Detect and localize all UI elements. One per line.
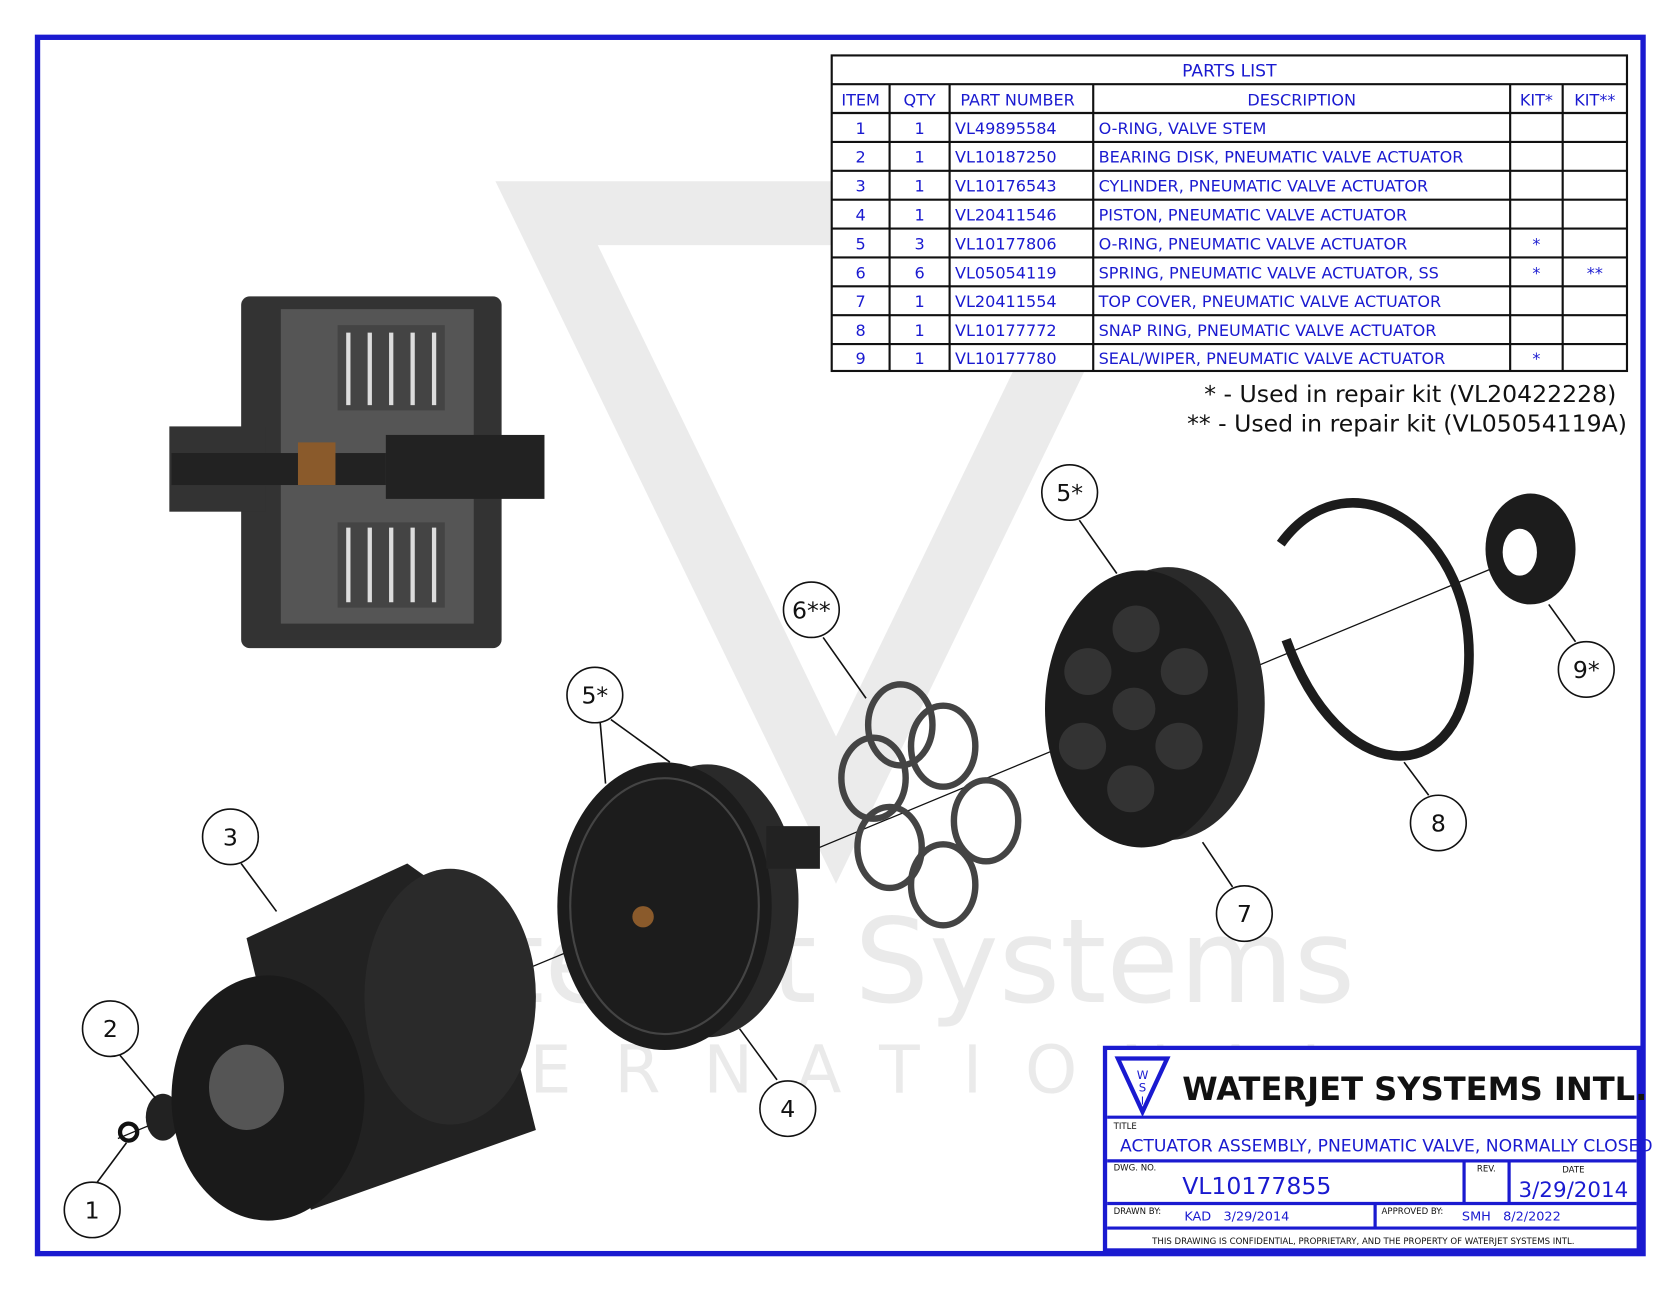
kit-note-1: * - Used in repair kit (VL20422228) [1204,380,1616,408]
section-view [169,296,545,649]
table-cell: VL10177780 [955,349,1057,368]
svg-text:S: S [1139,1081,1146,1095]
table-cell: SNAP RING, PNEUMATIC VALVE ACTUATOR [1099,321,1437,340]
balloon-8: 8 [1409,794,1468,852]
leader-lines [95,519,1577,1184]
title-label: TITLE [1113,1122,1137,1132]
balloon-2: 2 [81,1000,140,1058]
table-cell: VL49895584 [955,119,1057,138]
part-springs [838,681,1022,929]
table-cell: * [1532,234,1540,253]
part-o-ring-valve-stem [117,1121,140,1143]
approved-by-label: APPROVED BY: [1382,1207,1444,1217]
part-piston [557,762,820,1051]
balloon-3: 3 [201,808,260,866]
table-cell: SEAL/WIPER, PNEUMATIC VALVE ACTUATOR [1099,349,1446,368]
part-bearing-disk [145,1093,181,1141]
svg-text:4: 4 [780,1095,795,1123]
table-cell: 1 [914,119,924,138]
date-label: DATE [1562,1166,1584,1176]
part-snap-ring [1276,498,1474,761]
table-cell: CYLINDER, PNEUMATIC VALVE ACTUATOR [1099,177,1429,196]
table-cell: 1 [914,206,924,225]
svg-text:7: 7 [1237,900,1252,928]
sheet-border [34,34,1646,1257]
table-cell: 5 [856,234,866,253]
dwg-no-label: DWG. NO. [1114,1163,1157,1173]
company-name: WATERJET SYSTEMS INTL. [1182,1070,1647,1108]
svg-text:3: 3 [223,823,238,851]
drawing-title: ACTUATOR ASSEMBLY, PNEUMATIC VALVE, NORM… [1120,1136,1653,1156]
table-cell: 6 [856,263,866,282]
balloon-1: 1 [63,1181,121,1239]
table-cell: * [1532,349,1540,368]
table-cell: ** [1587,263,1603,282]
table-cell: 8 [856,321,866,340]
balloon-5b: 5* [1040,463,1099,522]
table-cell: 7 [856,292,866,311]
balloon-6: 6** [782,581,841,639]
drawn-by-label: DRAWN BY: [1114,1207,1162,1217]
table-cell: PISTON, PNEUMATIC VALVE ACTUATOR [1099,206,1408,225]
table-cell: 4 [856,206,866,225]
table-cell: * [1532,263,1540,282]
column-header: DESCRIPTION [1247,91,1356,110]
svg-text:2: 2 [103,1015,118,1043]
table-cell: 1 [856,119,866,138]
part-seal-wiper [1485,493,1576,605]
part-top-cover [1045,567,1265,848]
table-cell: BEARING DISK, PNEUMATIC VALVE ACTUATOR [1099,148,1464,167]
approved-by: SMH 8/2/2022 [1462,1210,1561,1225]
column-header: QTY [903,91,935,110]
svg-text:5*: 5* [581,682,608,710]
table-cell: 3 [856,177,866,196]
part-cylinder [171,863,536,1221]
table-cell: 1 [914,321,924,340]
column-header: ITEM [841,91,880,110]
svg-text:6**: 6** [792,596,831,624]
column-header: KIT* [1520,91,1553,110]
table-cell: 1 [914,177,924,196]
svg-text:8: 8 [1431,810,1446,838]
table-cell: O-RING, VALVE STEM [1099,119,1267,138]
table-cell: 1 [914,292,924,311]
title-block: W S I WATERJET SYSTEMS INTL. TITLE ACTUA… [1102,1045,1653,1253]
table-cell: VL10177806 [955,234,1057,253]
svg-text:9*: 9* [1573,656,1600,684]
table-cell: 2 [856,148,866,167]
table-cell: VL05054119 [955,263,1057,282]
kit-note-2: ** - Used in repair kit (VL05054119A) [1187,410,1627,438]
drawing-date: 3/29/2014 [1518,1178,1628,1203]
balloon-9: 9* [1557,640,1615,698]
table-cell: O-RING, PNEUMATIC VALVE ACTUATOR [1099,234,1408,253]
table-cell: 6 [914,263,924,282]
table-cell: VL20411554 [955,292,1057,311]
table-cell: SPRING, PNEUMATIC VALVE ACTUATOR, SS [1099,263,1439,282]
svg-text:W: W [1137,1068,1149,1082]
drawing-number: VL10177855 [1182,1172,1331,1200]
rev-label: REV. [1477,1165,1496,1175]
balloon-7: 7 [1215,885,1274,943]
balloon-4: 4 [759,1080,817,1138]
parts-list-table: PARTS LIST ITEM QTY PART NUMBER DESCRIPTION… [830,54,1629,373]
table-cell: 3 [914,234,924,253]
table-cell: TOP COVER, PNEUMATIC VALVE ACTUATOR [1098,292,1442,311]
svg-text:5*: 5* [1056,479,1083,507]
table-cell: VL10177772 [955,321,1057,340]
table-cell: 1 [914,148,924,167]
svg-text:I: I [1141,1094,1144,1107]
table-cell: VL10176543 [955,177,1057,196]
column-header: KIT** [1574,91,1615,110]
table-cell: VL20411546 [955,206,1057,225]
wsi-logo-icon: W S I [1114,1056,1171,1117]
svg-text:1: 1 [85,1197,100,1225]
balloon-5a: 5* [566,666,624,724]
table-cell: 1 [914,349,924,368]
table-cell: 9 [856,349,866,368]
table-cell: VL10187250 [955,148,1057,167]
confidentiality-notice: THIS DRAWING IS CONFIDENTIAL, PROPRIETAR… [1151,1237,1574,1247]
column-header: PART NUMBER [960,91,1074,110]
drawn-by: KAD 3/29/2014 [1184,1210,1289,1225]
parts-list-title: PARTS LIST [1182,62,1277,82]
